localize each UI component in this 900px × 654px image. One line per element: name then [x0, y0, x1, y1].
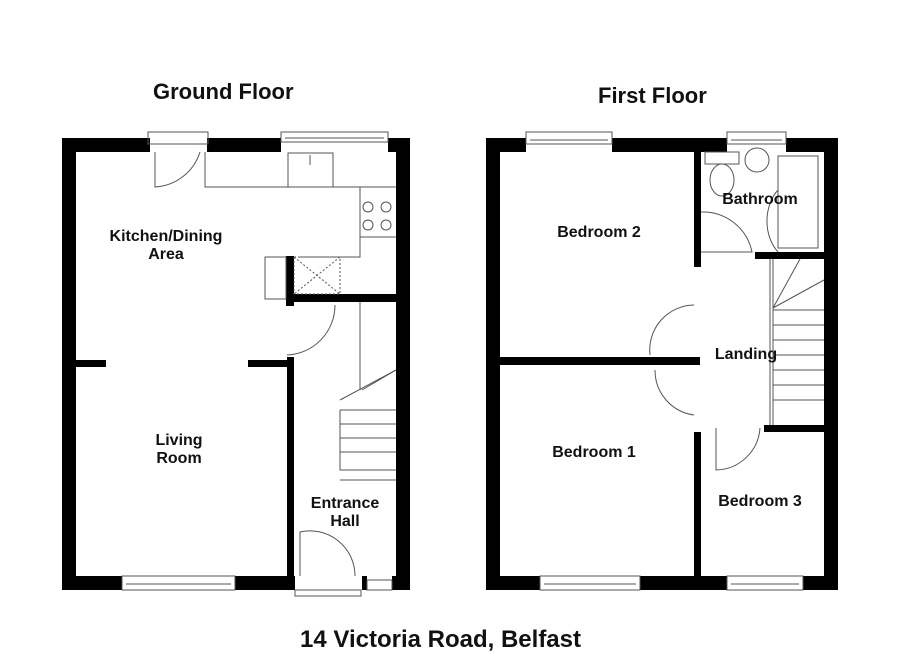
- ground-floor-title: Ground Floor: [153, 79, 294, 104]
- room-entrance-hall: Entrance Hall: [311, 495, 379, 531]
- room-label-line1: Kitchen/Dining: [109, 228, 223, 245]
- room-kitchen-dining: Kitchen/Dining Area: [110, 228, 223, 264]
- first-floor-walls: [486, 138, 838, 590]
- ground-floor-plan: [62, 131, 410, 597]
- ground-floor-walls: [62, 138, 410, 590]
- room-living-room: Living Room: [155, 432, 202, 468]
- room-landing: Landing: [714, 346, 778, 363]
- room-label-line2: Room: [156, 450, 202, 467]
- room-label-line1: Entrance: [310, 495, 380, 512]
- ground-floor-fixtures: [121, 131, 397, 597]
- first-floor-fixtures: [525, 131, 825, 591]
- room-bedroom-3: Bedroom 3: [718, 493, 802, 510]
- first-floor-plan: [486, 131, 838, 591]
- room-label-line2: Hall: [330, 513, 360, 530]
- property-address: 14 Victoria Road, Belfast: [300, 626, 581, 653]
- room-bedroom-2: Bedroom 2: [557, 224, 641, 241]
- room-label-line1: Living: [155, 432, 203, 449]
- room-bedroom-1: Bedroom 1: [552, 444, 636, 461]
- room-bathroom: Bathroom: [722, 191, 798, 208]
- first-floor-title: First Floor: [598, 83, 707, 108]
- room-label-line2: Area: [148, 246, 184, 263]
